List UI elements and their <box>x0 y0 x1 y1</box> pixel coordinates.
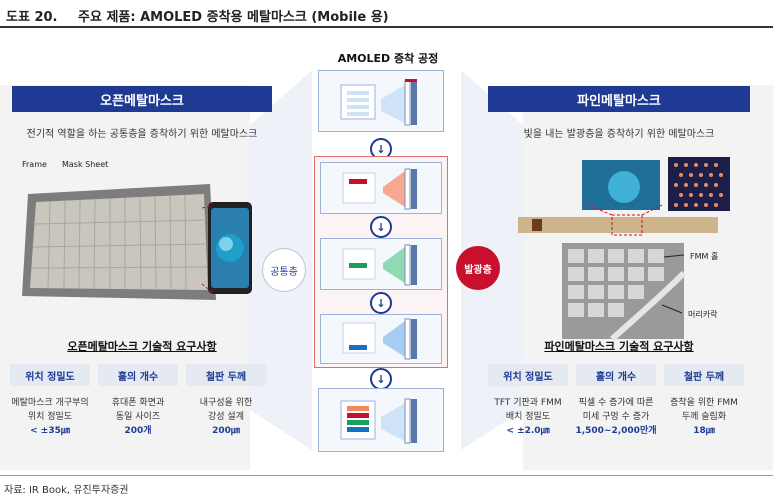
fine-metal-mask-photo <box>518 157 730 342</box>
left-req-value-thickness: 내구성을 위한 강성 설계 200㎛ <box>199 398 253 436</box>
left-req-header-position: 위치 정밀도 <box>10 364 90 386</box>
process-step-blue <box>320 314 442 364</box>
hair-label: 머리카락 <box>688 310 718 319</box>
open-metal-mask-photo <box>22 184 252 300</box>
blue-deposition-icon <box>342 318 417 360</box>
open-metal-mask-description: 전기적 역할을 하는 공통층을 증착하기 위한 메탈마스크 <box>26 129 258 140</box>
source-note: 자료: IR Book, 유진투자증권 <box>4 485 129 496</box>
title-divider <box>0 26 773 28</box>
right-req-header-holes: 홀의 개수 <box>576 364 656 386</box>
fine-metal-mask-description: 빛을 내는 발광층을 증착하기 위한 메탈마스크 <box>523 129 715 140</box>
process-title: AMOLED 증착 공정 <box>337 52 439 65</box>
left-req-header-thickness: 철판 두께 <box>186 364 266 386</box>
red-deposition-icon <box>342 168 417 210</box>
frame-label: Frame <box>22 160 47 169</box>
figure-number: 도표 20. <box>6 10 58 25</box>
fine-mask-requirements-title: 파인메탈마스크 기술적 요구사항 <box>544 340 694 353</box>
fine-metal-mask-header: 파인메탈마스크 <box>488 86 750 112</box>
process-arrow-down-icon: ↓ <box>370 292 392 314</box>
left-req-value-position: 메탈마스크 개구부의 위치 정밀도 < ±35㎛ <box>11 398 89 436</box>
process-step-common-bottom <box>318 388 444 452</box>
mask-sheet-label: Mask Sheet <box>62 160 109 169</box>
right-req-value-thickness: 증착을 위한 FMM 두께 슬림화 18㎛ <box>670 398 738 436</box>
open-mask-requirements-title: 오픈메탈마스크 기술적 요구사항 <box>67 340 217 353</box>
process-arrow-down-icon: ↓ <box>370 368 392 390</box>
open-metal-mask-header: 오픈메탈마스크 <box>12 86 272 112</box>
process-step-common-top <box>318 70 444 132</box>
figure-title: 주요 제품: AMOLED 증착용 메탈마스크 (Mobile 용) <box>78 10 389 25</box>
process-step-red <box>320 162 442 214</box>
process-arrow-down-icon: ↓ <box>370 216 392 238</box>
footer-divider <box>0 475 773 476</box>
green-deposition-icon <box>342 244 417 286</box>
process-step-green <box>320 238 442 290</box>
left-req-value-holes: 휴대폰 화면과 동일 사이즈 200개 <box>111 398 165 436</box>
right-req-header-thickness: 철판 두께 <box>664 364 744 386</box>
left-req-header-holes: 홀의 개수 <box>98 364 178 386</box>
final-deposition-icon <box>340 398 417 444</box>
fmm-hole-label: FMM 홀 <box>690 252 719 261</box>
emissive-layer-label: 발광층 <box>456 246 500 290</box>
deposition-diagram-icon <box>340 79 417 126</box>
right-req-value-position: TFT 기판과 FMM 배치 정밀도 < ±2.0㎛ <box>494 398 562 436</box>
right-req-value-holes: 픽셀 수 증가에 따른 미세 구멍 수 증가 1,500~2,000만개 <box>575 398 657 436</box>
common-layer-label: 공통층 <box>262 248 306 292</box>
right-req-header-position: 위치 정밀도 <box>488 364 568 386</box>
